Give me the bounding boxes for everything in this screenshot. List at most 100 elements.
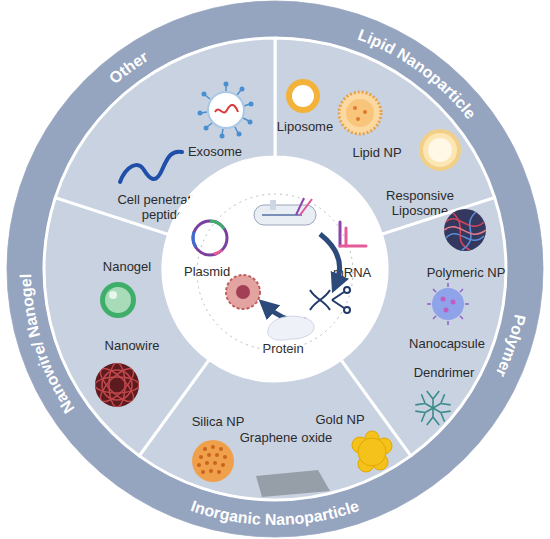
nanocapsule-icon-part-part	[465, 303, 469, 305]
nanocapsule-icon-part-part	[433, 316, 436, 319]
center-circle: PlasmidmRNAProtein	[163, 157, 387, 381]
carrier-item: Gold NP	[300, 412, 380, 427]
silica-np-icon-part-part	[217, 470, 221, 474]
gold-np-icon	[352, 431, 392, 472]
microfluidic-icon-part	[296, 198, 304, 215]
silica-np-icon-part-part	[213, 461, 217, 465]
exosome-icon-part-part	[237, 132, 242, 137]
microfluidic-icon	[254, 198, 316, 225]
carrier-item: Exosome	[175, 144, 255, 159]
exosome-icon-part-part	[202, 92, 207, 97]
silica-np-icon-part-part	[199, 455, 203, 459]
responsive-liposome-icon-part	[421, 131, 459, 169]
nanocapsule-icon-part	[444, 308, 449, 313]
carrier-label: Liposome	[277, 119, 333, 134]
silica-np-icon-part	[197, 445, 227, 474]
nanogel-icon-part	[100, 282, 136, 318]
dna-scissors-icon-part	[332, 300, 344, 308]
nanowire-icon	[95, 363, 139, 407]
cell-icon-part	[226, 275, 260, 309]
silica-np-icon-part-part	[215, 453, 219, 457]
nanogel-icon-part	[105, 287, 131, 313]
category-label-path: Polymer	[493, 313, 529, 379]
microfluidic-icon-part	[254, 205, 316, 225]
exosome-icon-part	[198, 82, 254, 139]
gold-np-icon-part	[365, 431, 379, 445]
polymeric-np-icon-part	[444, 209, 486, 251]
carrier-label: Nanowire	[105, 338, 160, 353]
exosome-icon-part-part	[220, 134, 225, 139]
center-cycle-part	[197, 194, 353, 350]
nanogel-icon-part	[109, 291, 117, 299]
protein-icon	[268, 316, 314, 340]
nanocapsule-icon-part-part	[447, 321, 449, 325]
polymeric-np-icon-part-part	[452, 212, 470, 250]
exosome-icon-part-part	[201, 112, 207, 113]
exosome-icon-part-part	[204, 126, 209, 131]
carrier-item: Liposome	[265, 119, 345, 134]
lipid-np-icon-part	[356, 117, 360, 121]
category-label: Nanowire/ Nanogel	[17, 273, 77, 416]
plasmid-icon-part	[210, 221, 224, 229]
liposome-icon-part	[286, 79, 320, 113]
gold-np-icon-part	[372, 454, 388, 470]
dna-scissors-icon	[310, 287, 350, 313]
silica-np-icon-part-part	[223, 455, 227, 459]
carrier-item: Graphene oxide	[226, 430, 346, 445]
silica-np-icon-part-part	[219, 447, 223, 451]
exosome-icon	[198, 82, 254, 139]
microfluidic-icon-part	[300, 199, 312, 215]
plasmid-icon-part	[193, 221, 227, 255]
category-label: Inorganic Nanoparticle	[189, 497, 361, 528]
polymeric-np-icon-part	[444, 212, 486, 250]
category-label-path: Inorganic Nanoparticle	[189, 497, 361, 528]
nanocapsule-icon	[427, 283, 469, 325]
category-label: Lipid Nanoparticle	[356, 26, 480, 122]
carrier-item: Silica NP	[178, 414, 258, 429]
nanocapsule-icon-part	[451, 300, 456, 305]
silica-np-icon-part-part	[209, 469, 213, 473]
carrier-item: Nanocapsule	[397, 336, 497, 351]
gold-np-icon-part	[376, 438, 392, 454]
gold-np-icon-part	[358, 456, 374, 472]
polymeric-np-icon	[444, 209, 486, 251]
carrier-label: Polymeric NP	[427, 265, 506, 280]
responsive-liposome-icon	[421, 131, 459, 169]
exosome-icon-part	[215, 105, 238, 113]
exosome-icon-part-part	[207, 123, 212, 127]
nanocapsule-icon-part-part	[427, 303, 431, 305]
silica-np-icon-part-part	[207, 453, 211, 457]
nanowire-icon-part-part	[109, 363, 125, 407]
silica-np-icon	[192, 440, 234, 482]
lipid-np-icon-part	[346, 99, 374, 127]
dendrimer-icon-part	[425, 399, 441, 417]
nanocapsule-icon-part-part	[460, 316, 463, 319]
carrier-label: Gold NP	[315, 412, 364, 427]
graphene-oxide-icon-part	[256, 470, 330, 497]
center-cycle	[193, 194, 366, 350]
nanowire-icon-part-part	[95, 377, 139, 393]
plasmid-icon-part	[193, 232, 196, 247]
microfluidic-icon-part	[262, 214, 302, 216]
exosome-icon-part-part	[205, 95, 210, 99]
exosome-icon-part-part	[237, 90, 241, 95]
gold-np-icon-part	[352, 437, 368, 453]
dna-scissors-icon-part	[310, 290, 330, 310]
carrier-label: Silica NP	[192, 414, 245, 429]
molecule-label: mRNA	[333, 265, 371, 280]
mrna-icon-part	[339, 222, 342, 246]
protein-icon-part	[268, 316, 314, 340]
plasmid-icon-part	[214, 250, 222, 254]
carrier-item: Polymeric NP	[416, 265, 516, 280]
peptide-icon-part	[120, 152, 182, 182]
carrier-label: Nanogel	[103, 259, 151, 274]
carrier-label: Graphene oxide	[240, 430, 333, 445]
dna-scissors-icon-part	[332, 292, 344, 300]
exosome-icon-part	[208, 92, 244, 128]
category-label-path: Nanowire/ Nanogel	[17, 273, 77, 416]
center-cycle-part	[320, 234, 340, 284]
molecule-label: Plasmid	[184, 264, 230, 279]
carrier-item: Nanogel	[87, 259, 167, 274]
